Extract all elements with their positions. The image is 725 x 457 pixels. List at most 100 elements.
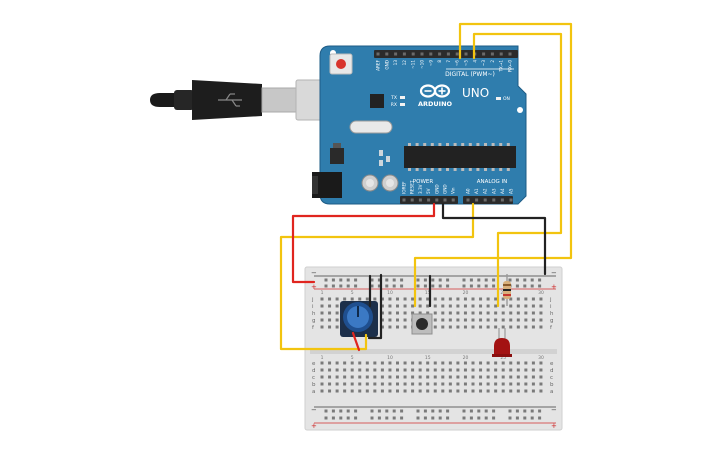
- breadboard-hole[interactable]: [516, 382, 520, 386]
- pin-socket[interactable]: [500, 198, 504, 202]
- breadboard-hole[interactable]: [479, 311, 483, 315]
- rail-hole[interactable]: [400, 284, 404, 288]
- breadboard-hole[interactable]: [388, 375, 392, 379]
- rail-hole[interactable]: [423, 284, 427, 288]
- breadboard-hole[interactable]: [524, 311, 528, 315]
- breadboard-hole[interactable]: [448, 318, 452, 322]
- breadboard-hole[interactable]: [501, 311, 505, 315]
- breadboard-hole[interactable]: [350, 368, 354, 372]
- rail-hole[interactable]: [484, 409, 488, 413]
- breadboard-hole[interactable]: [509, 311, 513, 315]
- breadboard-hole[interactable]: [358, 297, 362, 301]
- rail-hole[interactable]: [400, 278, 404, 282]
- breadboard-hole[interactable]: [411, 304, 415, 308]
- rail-hole[interactable]: [377, 416, 381, 420]
- breadboard-hole[interactable]: [448, 297, 452, 301]
- breadboard-hole[interactable]: [501, 375, 505, 379]
- wire-black[interactable]: [441, 202, 547, 276]
- breadboard-hole[interactable]: [524, 375, 528, 379]
- rail-hole[interactable]: [538, 409, 542, 413]
- breadboard-hole[interactable]: [531, 297, 535, 301]
- breadboard-hole[interactable]: [441, 325, 445, 329]
- rail-hole[interactable]: [530, 416, 534, 420]
- breadboard-hole[interactable]: [539, 318, 543, 322]
- breadboard-hole[interactable]: [335, 297, 339, 301]
- breadboard-hole[interactable]: [486, 361, 490, 365]
- breadboard-hole[interactable]: [486, 389, 490, 393]
- breadboard-hole[interactable]: [479, 382, 483, 386]
- breadboard-hole[interactable]: [396, 304, 399, 308]
- breadboard-hole[interactable]: [403, 297, 407, 301]
- pin-socket[interactable]: [492, 198, 496, 202]
- breadboard-hole[interactable]: [335, 325, 339, 329]
- pin-socket[interactable]: [410, 198, 414, 202]
- breadboard-hole[interactable]: [350, 375, 354, 379]
- rail-hole[interactable]: [431, 284, 435, 288]
- breadboard-hole[interactable]: [358, 389, 362, 393]
- breadboard-hole[interactable]: [509, 361, 513, 365]
- rail-hole[interactable]: [492, 284, 496, 288]
- breadboard-hole[interactable]: [441, 361, 445, 365]
- pin-socket[interactable]: [508, 52, 512, 56]
- rail-hole[interactable]: [530, 278, 534, 282]
- breadboard-hole[interactable]: [531, 311, 535, 315]
- breadboard-hole[interactable]: [433, 311, 437, 315]
- breadboard-hole[interactable]: [403, 325, 407, 329]
- breadboard-hole[interactable]: [350, 297, 354, 301]
- breadboard-hole[interactable]: [448, 389, 452, 393]
- breadboard-hole[interactable]: [403, 382, 407, 386]
- breadboard-hole[interactable]: [418, 389, 422, 393]
- breadboard-hole[interactable]: [396, 389, 399, 393]
- breadboard-hole[interactable]: [539, 304, 543, 308]
- breadboard-hole[interactable]: [320, 389, 324, 393]
- breadboard-hole[interactable]: [411, 297, 415, 301]
- rail-hole[interactable]: [331, 284, 335, 288]
- breadboard-hole[interactable]: [471, 304, 475, 308]
- breadboard-hole[interactable]: [335, 375, 339, 379]
- rail-hole[interactable]: [477, 278, 481, 282]
- rail-hole[interactable]: [392, 416, 396, 420]
- breadboard-hole[interactable]: [426, 382, 430, 386]
- breadboard-hole[interactable]: [418, 368, 422, 372]
- breadboard-hole[interactable]: [471, 382, 475, 386]
- breadboard-hole[interactable]: [531, 368, 535, 372]
- pin-socket[interactable]: [466, 198, 470, 202]
- breadboard-hole[interactable]: [441, 389, 445, 393]
- rail-hole[interactable]: [484, 284, 488, 288]
- breadboard-hole[interactable]: [441, 368, 445, 372]
- rail-hole[interactable]: [339, 416, 343, 420]
- breadboard-hole[interactable]: [463, 297, 467, 301]
- rail-hole[interactable]: [400, 409, 404, 413]
- rail-hole[interactable]: [370, 284, 374, 288]
- breadboard-hole[interactable]: [524, 297, 528, 301]
- breadboard-hole[interactable]: [433, 297, 437, 301]
- breadboard-hole[interactable]: [486, 297, 490, 301]
- breadboard-hole[interactable]: [320, 318, 324, 322]
- breadboard-hole[interactable]: [463, 368, 467, 372]
- breadboard-hole[interactable]: [509, 297, 513, 301]
- breadboard-hole[interactable]: [358, 361, 362, 365]
- rail-hole[interactable]: [416, 409, 420, 413]
- breadboard-hole[interactable]: [456, 318, 460, 322]
- breadboard-hole[interactable]: [403, 318, 407, 322]
- breadboard-hole[interactable]: [373, 297, 377, 301]
- breadboard-hole[interactable]: [509, 325, 513, 329]
- breadboard-hole[interactable]: [403, 304, 407, 308]
- rail-hole[interactable]: [339, 409, 343, 413]
- breadboard-hole[interactable]: [350, 389, 354, 393]
- breadboard-hole[interactable]: [441, 382, 445, 386]
- breadboard-hole[interactable]: [358, 375, 362, 379]
- breadboard-hole[interactable]: [448, 304, 452, 308]
- breadboard-hole[interactable]: [365, 375, 369, 379]
- breadboard-hole[interactable]: [463, 325, 467, 329]
- breadboard-hole[interactable]: [501, 297, 505, 301]
- rail-hole[interactable]: [324, 278, 328, 282]
- wire-black[interactable]: [367, 273, 383, 340]
- breadboard-hole[interactable]: [411, 368, 415, 372]
- potentiometer[interactable]: [340, 301, 378, 337]
- breadboard-hole[interactable]: [328, 304, 332, 308]
- breadboard-hole[interactable]: [524, 361, 528, 365]
- breadboard-hole[interactable]: [516, 325, 520, 329]
- rail-hole[interactable]: [446, 409, 450, 413]
- rail-hole[interactable]: [339, 284, 343, 288]
